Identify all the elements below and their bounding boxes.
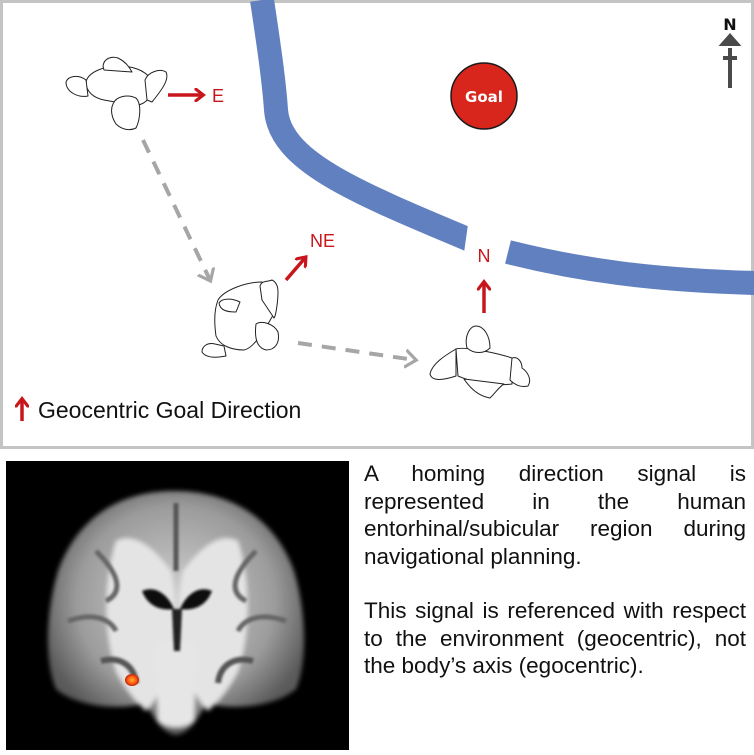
goal-marker: Goal bbox=[450, 62, 518, 130]
path-arrow-2-icon bbox=[297, 341, 415, 360]
compass-n-label: N bbox=[723, 15, 736, 34]
compass-north-icon: N bbox=[723, 15, 736, 34]
direction-label-east: E bbox=[212, 86, 224, 106]
wall-barrier bbox=[250, 0, 754, 295]
direction-arrow-northeast-icon bbox=[284, 258, 305, 282]
direction-label-north: N bbox=[478, 246, 491, 266]
navigation-diagram-panel: Goal N E NE bbox=[0, 0, 754, 449]
person-figure-1-icon bbox=[65, 56, 168, 131]
activation-spot bbox=[125, 674, 139, 686]
person-figure-3-icon bbox=[429, 325, 531, 399]
path-arrow-1-icon bbox=[141, 139, 210, 280]
caption-paragraph-2: This signal is referenced with respect t… bbox=[364, 598, 746, 678]
brain-mri-image bbox=[6, 461, 349, 750]
caption-paragraph-1: A homing direction signal is represented… bbox=[364, 461, 746, 569]
caption-text: A homing direction signal is represented… bbox=[364, 460, 746, 680]
compass-arrow-icon bbox=[718, 32, 742, 88]
legend-label: Geocentric Goal Direction bbox=[38, 397, 301, 423]
goal-label: Goal bbox=[465, 88, 503, 106]
wall-segment-left bbox=[250, 0, 475, 252]
wall-segment-right bbox=[505, 240, 754, 295]
person-figure-2-icon bbox=[201, 279, 279, 358]
direction-label-northeast: NE bbox=[310, 231, 335, 251]
